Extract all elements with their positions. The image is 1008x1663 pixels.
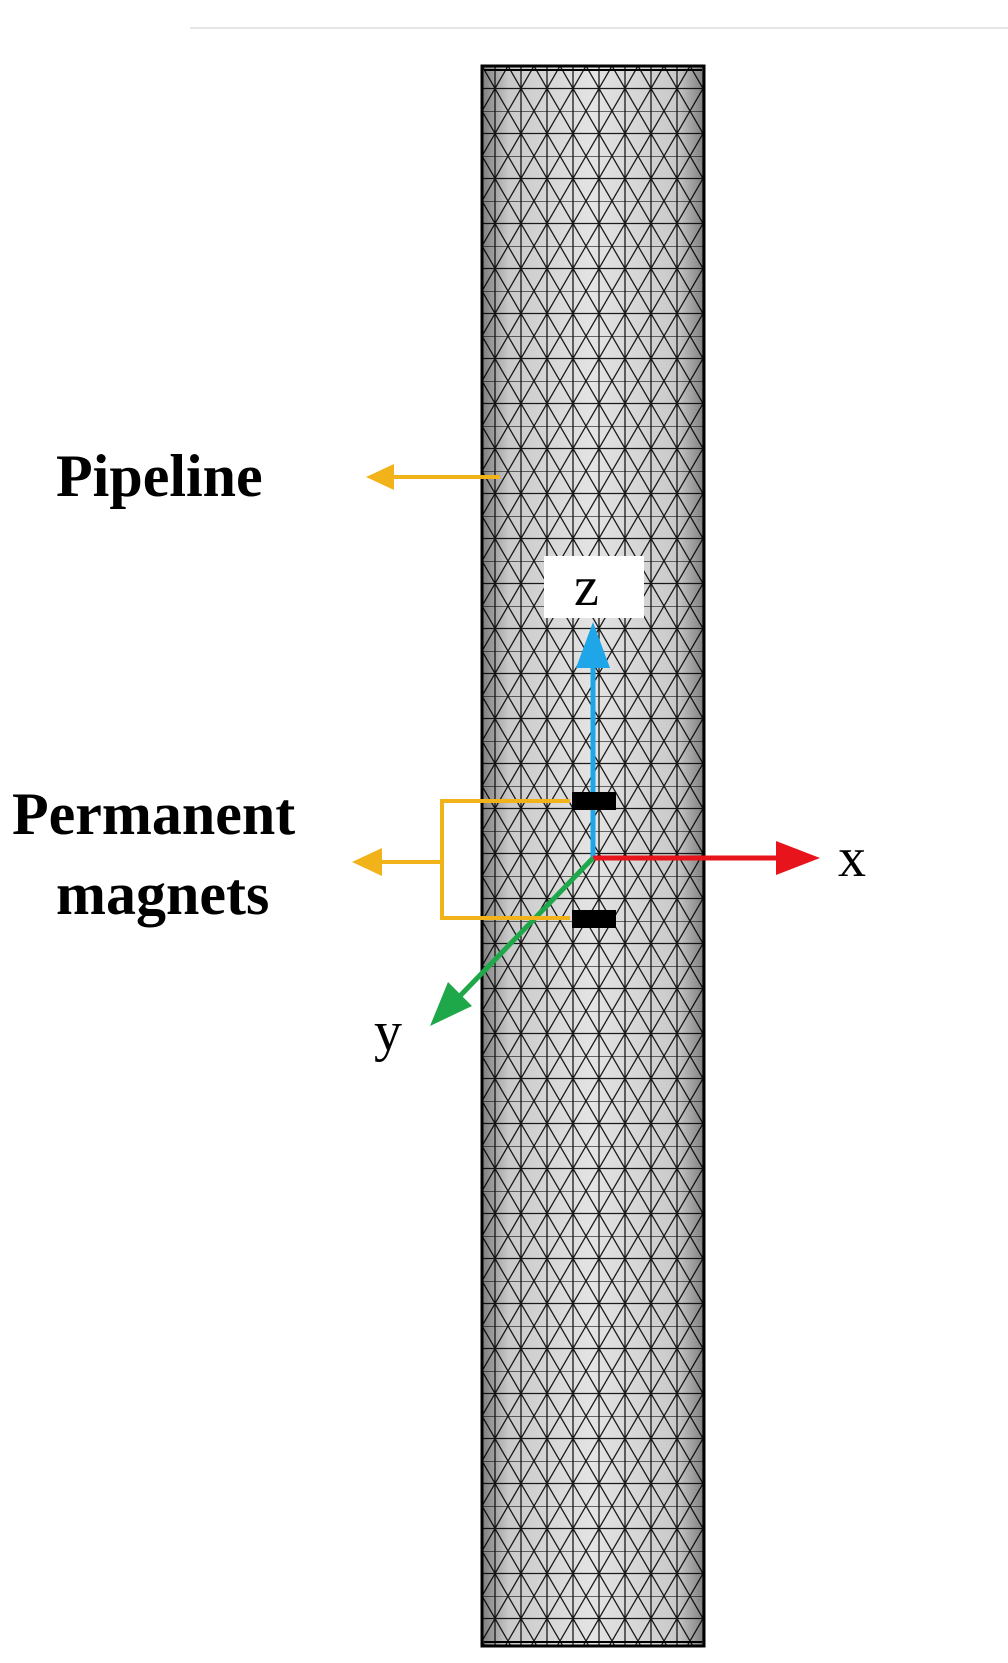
y-axis-arrow bbox=[430, 856, 595, 1026]
pipeline-callout-arrow bbox=[366, 464, 500, 490]
permanent-magnets-label-line1: Permanent bbox=[12, 781, 295, 847]
permanent-magnets-label-line2: magnets bbox=[56, 861, 269, 927]
permanent-magnet-lower bbox=[572, 910, 616, 928]
permanent-magnet-upper bbox=[572, 792, 616, 810]
x-axis-arrow bbox=[593, 841, 820, 875]
magnets-callout-arrowhead bbox=[352, 848, 382, 876]
x-axis-label: x bbox=[838, 827, 866, 889]
pipeline-label: Pipeline bbox=[56, 443, 263, 509]
z-axis-arrow bbox=[576, 622, 610, 858]
y-axis-label: y bbox=[374, 1001, 402, 1063]
magnets-callout-bracket bbox=[378, 799, 570, 920]
z-label-box bbox=[544, 556, 644, 618]
z-axis-label: z bbox=[574, 556, 599, 618]
